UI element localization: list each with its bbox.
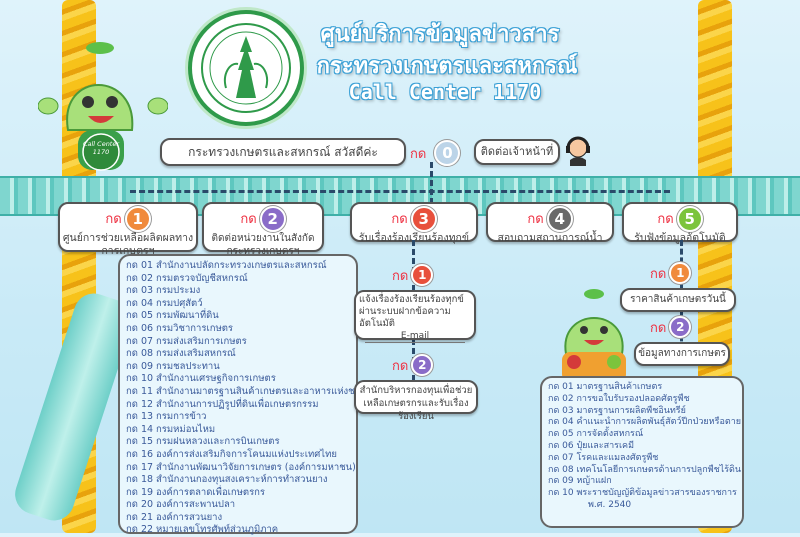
complaint-opt1-box[interactable]: แจ้งเรื่องร้องเรียนร้องทุกข์ ผ่านระบบฝาก… (354, 290, 476, 343)
greeting-box: กระทรวงเกษตรและสหกรณ์ สวัสดีค่ะ (160, 138, 406, 166)
press-label: กด (240, 211, 257, 227)
info-item[interactable]: กด 07 โรคและแมลงศัตรูพืช (548, 452, 659, 463)
info-item[interactable]: กด 01 มาตรฐานสินค้าเกษตร (548, 382, 663, 392)
agency-item[interactable]: กด 22 หมายเลขโทรศัพท์ส่วนภูมิภาค (126, 524, 279, 536)
menu-number-3: 3 (410, 206, 437, 232)
header-title-3: Call Center 1170 (348, 80, 542, 104)
auto-opt2-box[interactable]: ข้อมูลทางการเกษตร (634, 342, 730, 366)
info-item[interactable]: กด 08 เทคโนโลยีการเกษตรด้านการปลูกพืชไร้… (548, 464, 742, 475)
agency-item[interactable]: กด 04 กรมปศุสัตว์ (126, 297, 203, 309)
headset-icon (564, 134, 592, 166)
complaint-opt2-number: 2 (411, 354, 434, 376)
operator-box[interactable]: ติดต่อเจ้าหน้าที่ (474, 139, 560, 165)
header-title-1: ศูนย์บริการข้อมูลข่าวสาร (320, 22, 560, 47)
agency-item[interactable]: กด 09 กรมชลประทาน (126, 360, 220, 372)
complaint-opt2-box[interactable]: สำนักบริหารกองทุนเพื่อช่วยเหลือเกษตรกรแล… (354, 380, 478, 422)
agency-item[interactable]: กด 01 สำนักงานปลัดกระทรวงเกษตรและสหกรณ์ (126, 260, 327, 271)
menu-label-2: ติดต่อหน่วยงานในสังกัดกระทรวงเกษตรฯ (211, 233, 315, 257)
press-label: กด (657, 211, 674, 227)
agency-item[interactable]: กด 08 กรมส่งเสริมสหกรณ์ (126, 348, 236, 360)
operator-press[interactable]: กด 0 (410, 140, 461, 166)
agency-item[interactable]: กด 12 สำนักงานการปฏิรูปที่ดินเพื่อเกษตรก… (126, 398, 319, 410)
agency-item[interactable]: กด 18 สำนักงานกองทุนสงเคราะห์การทำสวนยาง (126, 474, 328, 486)
menu-number-5: 5 (676, 206, 703, 232)
agency-item[interactable]: กด 20 องค์การสะพานปลา (126, 499, 236, 511)
agency-item[interactable]: กด 16 องค์การส่งเสริมกิจการโคนมแห่งประเท… (126, 448, 337, 460)
menu-number-2: 2 (259, 206, 286, 232)
info-item[interactable]: กด 06 ปุ๋ยและสารเคมี (548, 440, 635, 451)
menu-number-4: 4 (546, 206, 573, 232)
operator-number: 0 (434, 140, 461, 166)
mascot-bottom (552, 288, 636, 384)
menu-number-1: 1 (124, 206, 151, 232)
agency-item[interactable]: กด 11 สำนักงานมาตรฐานสินค้าเกษตรและอาหาร… (126, 385, 367, 397)
agency-list: กด 01 สำนักงานปลัดกระทรวงเกษตรและสหกรณ์ก… (118, 254, 367, 536)
ministry-emblem (188, 10, 304, 126)
agency-item[interactable]: กด 13 กรมการข้าว (126, 411, 207, 423)
agency-item[interactable]: กด 02 กรมตรวจบัญชีสหกรณ์ (126, 272, 248, 284)
press-label: กด (392, 268, 409, 284)
agency-item[interactable]: กด 07 กรมส่งเสริมการเกษตร (126, 335, 247, 347)
menu-label-4: สอบถามสถานการณ์น้ำ (497, 232, 603, 244)
auto-opt1-number: 1 (669, 262, 692, 284)
info-item[interactable]: พ.ศ. 2540 (588, 499, 632, 510)
agency-item[interactable]: กด 17 สำนักงานพัฒนาวิจัยการเกษตร (องค์กา… (126, 461, 356, 473)
menu-label-3: รับเรื่องร้องเรียนร้องทุกข์ (358, 232, 470, 244)
agency-item[interactable]: กด 14 กรมหม่อนไหม (126, 423, 216, 435)
info-item[interactable]: กด 10 พระราชบัญญัติข้อมูลข่าวสารของราชกา… (548, 488, 737, 499)
complaint-email-label: E-mail (365, 330, 465, 343)
agency-item[interactable]: กด 03 กรมประมง (126, 285, 201, 297)
press-label: กด (527, 211, 544, 227)
auto-opt2-number: 2 (669, 316, 692, 338)
agency-item[interactable]: กด 15 กรมฝนหลวงและการบินเกษตร (126, 436, 280, 448)
menu-label-5: รับฟังข้อมูลอัตโนมัติ (634, 232, 726, 244)
agency-item[interactable]: กด 06 กรมวิชาการเกษตร (126, 322, 234, 334)
press-label: กด (392, 358, 409, 374)
press-label: กด (105, 211, 122, 227)
info-item[interactable]: กด 09 หญ้าแฝก (548, 476, 612, 487)
press-label: กด (650, 320, 667, 336)
info-item[interactable]: กด 03 มาตรฐานการผลิตพืชอินทรีย์ (548, 405, 686, 416)
info-item[interactable]: กด 04 คำแนะนำการผลิตพันธุ์สัตว์ปีกป่วยหร… (548, 417, 742, 428)
agency-item[interactable]: กด 21 องค์การสวนยาง (126, 511, 223, 523)
press-label: กด (650, 266, 667, 282)
header-title-2: กระทรวงเกษตรและสหกรณ์ (316, 54, 578, 79)
info-item[interactable]: กด 02 การขอใบรับรองปลอดศัตรูพืช (548, 393, 690, 404)
press-label: กด (391, 211, 408, 227)
complaint-opt1-number: 1 (411, 264, 434, 286)
complaint-opt1-text: แจ้งเรื่องร้องเรียนร้องทุกข์ ผ่านระบบฝาก… (359, 294, 464, 329)
mascot-top: Call Center 1170 (37, 40, 169, 180)
info-item[interactable]: กด 05 การจัดตั้งสหกรณ์ (548, 429, 644, 440)
agency-item[interactable]: กด 05 กรมพัฒนาที่ดิน (126, 310, 219, 322)
connector-vertical (430, 162, 433, 204)
auto-opt1-box[interactable]: ราคาสินค้าเกษตรวันนี้ (620, 288, 736, 312)
connector-horizontal (130, 190, 670, 193)
agency-item[interactable]: กด 19 องค์การตลาดเพื่อเกษตรกร (126, 486, 266, 498)
mascot-badge-text: Call Center 1170 (82, 140, 120, 156)
info-list: กด 01 มาตรฐานสินค้าเกษตรกด 02 การขอใบรับ… (540, 376, 744, 528)
agency-item[interactable]: กด 10 สำนักงานเศรษฐกิจการเกษตร (126, 373, 276, 385)
press-label: กด (410, 146, 427, 162)
